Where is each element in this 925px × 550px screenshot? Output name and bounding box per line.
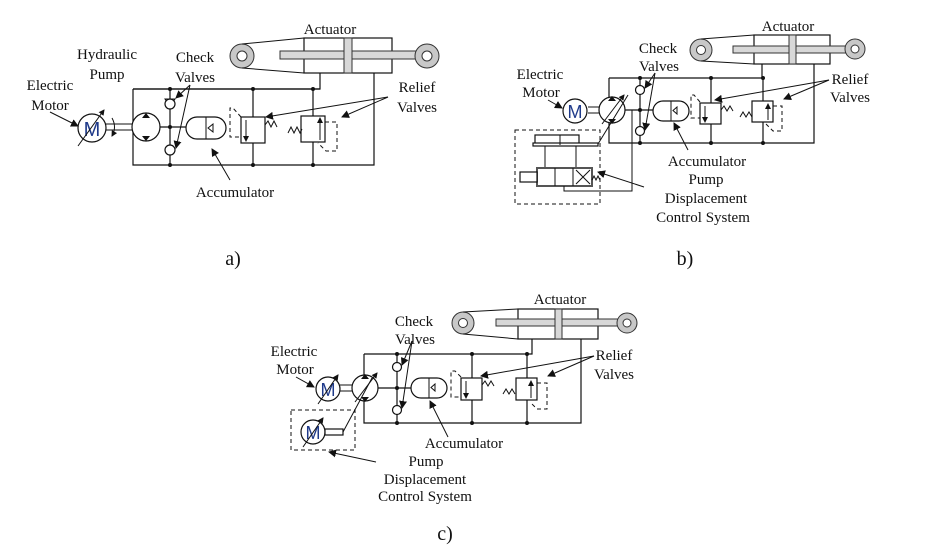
accumulator [185,116,227,140]
accumulator [652,100,690,122]
actuator-cylinder [689,34,866,65]
panel-a: M Actuator Hydraulic Pump Electric Motor… [27,22,440,270]
motor-letter: M [568,102,583,122]
check-valves-label-line2: Valves [639,59,679,75]
accumulator-label: Accumulator [196,185,274,201]
motor-label-line1: Electric [27,78,74,94]
check-valves-label-line1: Check [639,41,678,57]
motor-label-line2: Motor [31,98,69,114]
relief-valves-label-line1: Relief [399,80,436,96]
hydraulic-pump [131,112,161,142]
check-valves-label-line2: Valves [175,70,215,86]
electric-motor: M [77,109,107,147]
motor-label-line2: Motor [276,362,314,378]
actuator-label: Actuator [304,22,356,38]
caption-a: a) [225,248,241,270]
actuator-cylinder [451,308,638,340]
hydraulic-pump [351,372,379,403]
panel-b: M [514,19,870,270]
actuator-cylinder [229,37,440,74]
check-valves-label-line2: Valves [395,332,435,348]
pump-label-line1: Hydraulic [77,47,137,63]
check-valves-label-line1: Check [176,50,215,66]
pump-label-line2: Pump [89,67,124,83]
pump-displacement-control-system: M [290,377,373,451]
motor-label-line2: Motor [522,85,560,101]
relief-valves-label-line2: Valves [830,90,870,106]
accumulator [410,377,448,399]
pdc-label-line2: Displacement [665,191,748,207]
caption-c: c) [437,523,453,545]
electric-motor: M [315,374,341,405]
pdc-label-line1: Pump [408,454,443,470]
actuator-label: Actuator [762,19,814,35]
panel-c: M M Actuator Electric Motor Ch [271,292,638,545]
actuator-label: Actuator [534,292,586,308]
check-valves-label-line1: Check [395,314,434,330]
pdc-label-line2: Displacement [384,472,467,488]
motor-letter: M [84,119,101,141]
accumulator-label: Accumulator [425,436,503,452]
pdc-label-line3: Control System [378,489,472,505]
relief-valves-label-line1: Relief [596,348,633,364]
pdc-label-line1: Pump [688,172,723,188]
pdc-label-line3: Control System [656,210,750,226]
accumulator-label: Accumulator [668,154,746,170]
electric-motor: M [562,98,588,124]
relief-valves-label-line1: Relief [832,72,869,88]
hydraulic-pump [598,94,626,125]
relief-valves-label-line2: Valves [397,100,437,116]
motor-label-line1: Electric [271,344,318,360]
motor-label-line1: Electric [517,67,564,83]
pump-displacement-control-system [514,94,633,205]
caption-b: b) [677,248,694,270]
relief-valves-label-line2: Valves [594,367,634,383]
